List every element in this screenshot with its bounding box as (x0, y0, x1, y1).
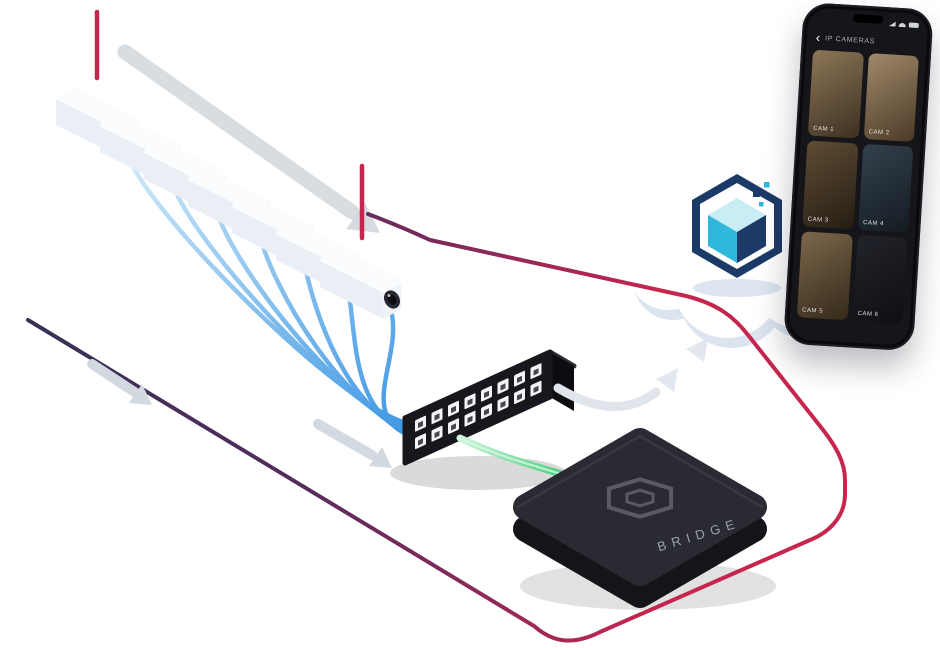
status-icons (889, 21, 919, 29)
back-chevron-icon[interactable]: ‹ (815, 29, 821, 46)
port-slot (533, 385, 539, 394)
camera-tile[interactable]: CAM 2 (863, 53, 919, 142)
network-switch (402, 349, 577, 466)
port-slot (500, 400, 506, 409)
brand-hexagon-badge-icon (692, 174, 782, 278)
port-slot (451, 423, 456, 431)
port-slot (500, 383, 506, 391)
tile-label: CAM 4 (862, 220, 885, 228)
port-slot (467, 415, 473, 424)
battery-icon (908, 22, 919, 29)
cube-right-face (737, 215, 766, 263)
camera-tile[interactable]: CAM 6 (852, 234, 908, 324)
port-slot (484, 390, 489, 399)
camera-cables (125, 150, 425, 442)
app-title: IP CAMERAS (824, 34, 876, 45)
flow-arrow (313, 419, 392, 468)
badge-shadow (693, 279, 781, 297)
cube-left-face (708, 215, 737, 263)
signal-icon (889, 21, 896, 26)
port-slot (517, 393, 522, 401)
network-loop-line (26, 212, 847, 643)
arrow-head-icon (369, 447, 392, 468)
bridge-hexagon-logo-icon (609, 479, 671, 516)
pixel-fragment (759, 202, 764, 207)
port-slot (517, 375, 522, 384)
port-slot (418, 420, 423, 429)
tile-label: CAM 1 (813, 125, 835, 134)
switch-port-grid (415, 363, 542, 450)
phone-screen: ‹ IP CAMERAS CAM 1 CAM 2 CAM 3 CAM 4 CAM… (788, 7, 929, 347)
switch-end-face (550, 352, 574, 411)
camera-row (56, 87, 402, 319)
camera-tile[interactable]: CAM 3 (802, 140, 858, 230)
tile-label: CAM 6 (857, 310, 879, 319)
tile-label: CAM 3 (807, 216, 829, 224)
tile-label: CAM 2 (868, 129, 890, 137)
uplink-cable (553, 383, 661, 411)
port-slot (418, 438, 423, 446)
bridge-device: BRIDGE (513, 428, 767, 608)
pixel-fragment (753, 190, 760, 197)
bridge-edge-highlight (516, 434, 764, 509)
security-camera (320, 249, 402, 319)
port-slot (434, 413, 440, 421)
smartphone: ‹ IP CAMERAS CAM 1 CAM 2 CAM 3 CAM 4 CAM… (783, 2, 934, 352)
wifi-icon (898, 22, 906, 28)
camera-tile[interactable]: CAM 4 (857, 143, 914, 233)
arrow-shaft (117, 44, 360, 220)
camera-tile-grid: CAM 1 CAM 2 CAM 3 CAM 4 CAM 5 CAM 6 (790, 46, 927, 327)
ethernet-cable-blue (381, 312, 425, 442)
port-slot (533, 368, 539, 376)
arrow-head-icon (129, 384, 152, 405)
port-slot (484, 408, 489, 416)
flow-arrow (87, 359, 152, 405)
uplink-arrow-icon (656, 368, 678, 392)
speaker-notch (852, 14, 884, 24)
port-slot (434, 430, 440, 439)
pixel-fragment (764, 182, 770, 188)
uplink-arrow-icon (686, 338, 708, 362)
port-slot (467, 398, 473, 406)
camera-tile[interactable]: CAM 1 (807, 49, 864, 139)
tile-label: CAM 5 (801, 307, 824, 315)
camera-tile[interactable]: CAM 5 (796, 231, 853, 321)
port-slot (451, 405, 456, 414)
